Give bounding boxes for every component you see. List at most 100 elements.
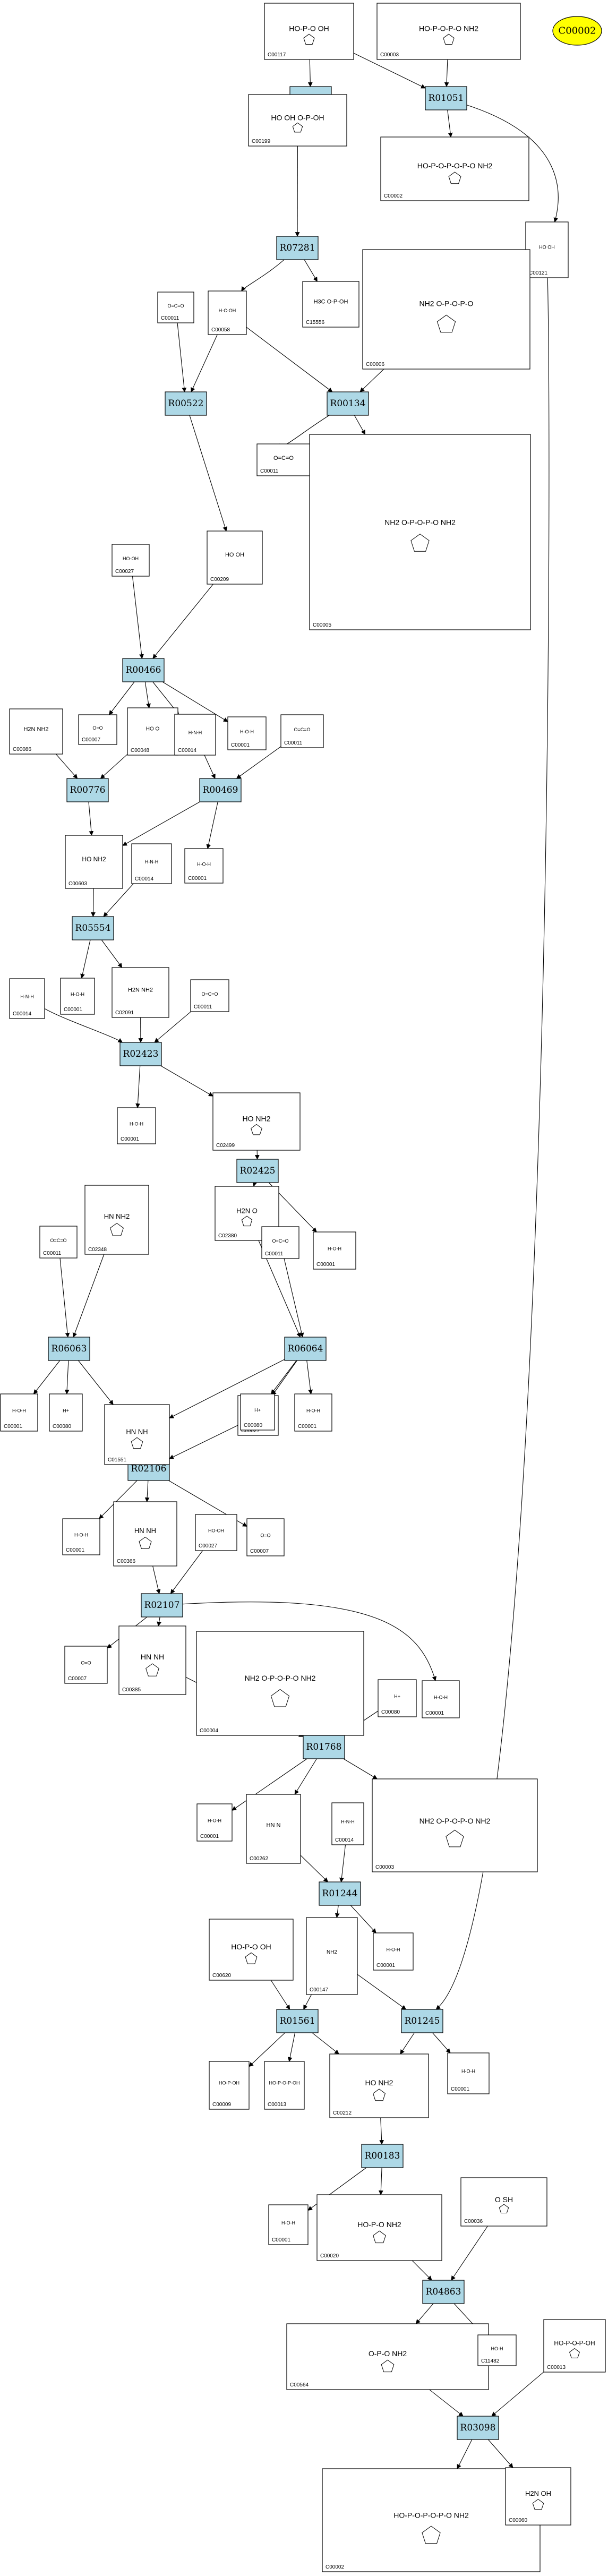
reaction-node[interactable]: R02425 (236, 1159, 279, 1183)
compound-box[interactable] (543, 2319, 606, 2373)
compound-box[interactable] (78, 714, 117, 745)
compound-box[interactable] (460, 2177, 547, 2227)
compound-box[interactable] (331, 1802, 364, 1845)
compound-box[interactable] (112, 544, 150, 577)
reaction-box[interactable] (122, 658, 165, 682)
compound-box[interactable] (196, 1631, 364, 1736)
compound-box[interactable] (127, 707, 178, 756)
compound-box[interactable] (286, 2323, 489, 2390)
compound-box[interactable] (447, 2052, 490, 2094)
compound-box[interactable] (422, 1680, 460, 1718)
compound-box[interactable] (376, 3, 521, 60)
reaction-box[interactable] (276, 2009, 319, 2033)
reaction-node[interactable]: R01561 (276, 2009, 319, 2033)
compound-box[interactable] (49, 1393, 83, 1432)
compound-box[interactable] (362, 249, 530, 370)
compound-box[interactable] (477, 2334, 517, 2366)
highlight-ellipse[interactable] (552, 16, 602, 46)
compound-box[interactable] (65, 835, 123, 889)
compound-box[interactable] (64, 1646, 108, 1684)
reaction-box[interactable] (457, 2416, 499, 2440)
compound-box[interactable] (246, 1518, 285, 1556)
compound-box[interactable] (240, 1393, 275, 1431)
reaction-node[interactable]: R00776 (66, 778, 109, 802)
reaction-box[interactable] (276, 236, 319, 260)
compound-box[interactable] (190, 979, 229, 1012)
compound-box[interactable] (157, 292, 194, 323)
reaction-node[interactable]: R00134 (327, 391, 369, 416)
compound-box[interactable] (195, 1514, 237, 1551)
compound-box[interactable] (329, 2053, 429, 2118)
reaction-node[interactable]: R06064 (284, 1337, 327, 1361)
reaction-node[interactable]: R05554 (72, 916, 114, 940)
compound-box[interactable] (264, 2061, 305, 2110)
compound-box[interactable] (373, 1932, 414, 1971)
reaction-node[interactable]: R02107 (141, 1593, 183, 1618)
compound-box[interactable] (9, 978, 45, 1019)
reaction-box[interactable] (165, 391, 207, 416)
compound-box[interactable] (39, 1226, 78, 1259)
reaction-node[interactable]: R01768 (303, 1735, 345, 1759)
highlight-tag[interactable]: C00002 (552, 16, 602, 46)
reaction-node[interactable]: R03098 (457, 2416, 499, 2440)
compound-box[interactable] (113, 1501, 177, 1567)
reaction-box[interactable] (361, 2144, 404, 2168)
compound-box[interactable] (264, 3, 354, 60)
reaction-node[interactable]: R01244 (319, 1881, 361, 1906)
compound-box[interactable] (372, 1778, 538, 1872)
compound-box[interactable] (131, 843, 172, 884)
compound-box[interactable] (248, 94, 347, 147)
compound-box[interactable] (208, 290, 247, 335)
compound-box[interactable] (62, 1518, 100, 1555)
reaction-node[interactable]: R01051 (425, 86, 467, 110)
compound-box[interactable] (209, 1919, 294, 1981)
compound-node[interactable]: H+C00080 (49, 1393, 83, 1432)
compound-box[interactable] (0, 1393, 38, 1432)
compound-box[interactable] (212, 1092, 301, 1151)
compound-box[interactable] (112, 967, 169, 1018)
reaction-box[interactable] (327, 391, 369, 416)
reaction-node[interactable]: R00466 (122, 658, 165, 682)
compound-node[interactable]: H+C00080 (240, 1393, 275, 1431)
reaction-box[interactable] (284, 1337, 327, 1361)
compound-box[interactable] (378, 1679, 417, 1717)
compound-node[interactable]: H+C00080 (378, 1679, 417, 1717)
compound-box[interactable] (268, 2204, 309, 2245)
compound-box[interactable] (525, 221, 569, 278)
compound-box[interactable] (309, 434, 531, 630)
